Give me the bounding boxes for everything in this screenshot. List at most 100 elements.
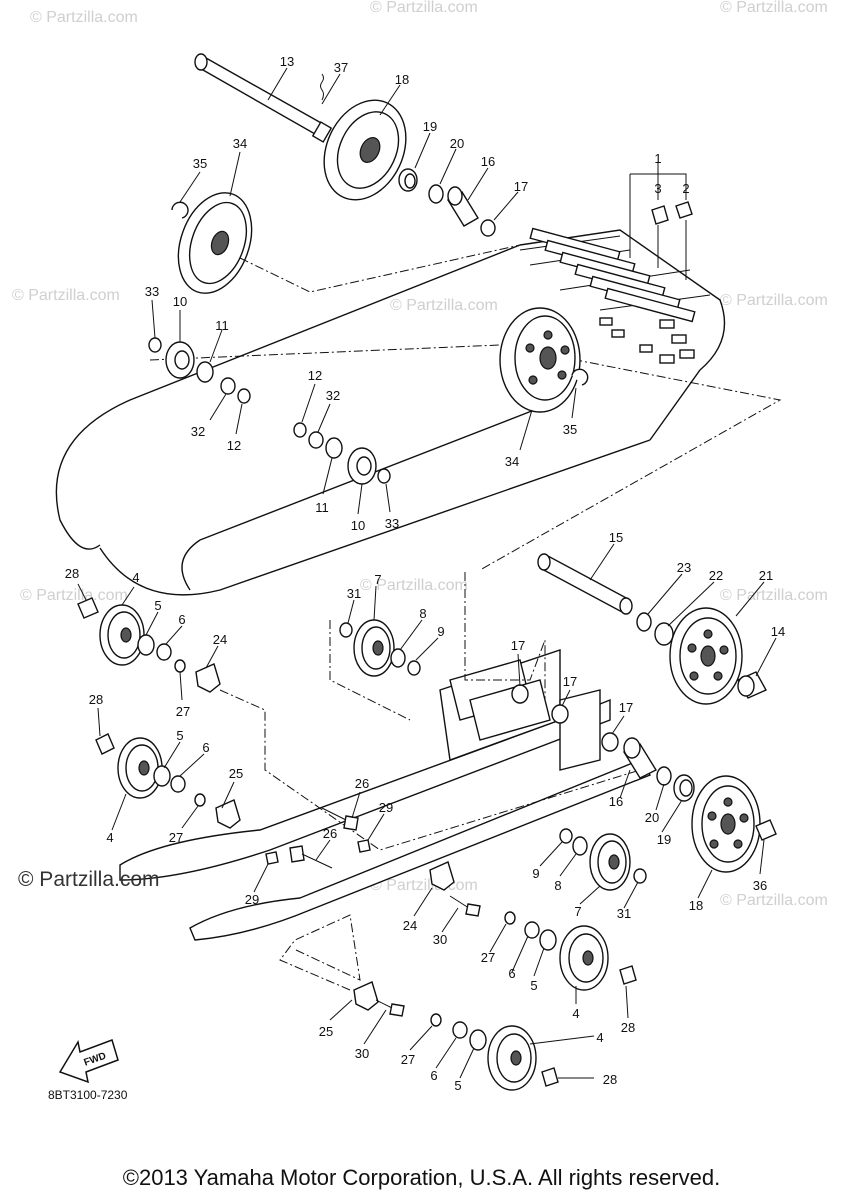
collar-5-b	[153, 765, 171, 787]
nut-28-c	[619, 965, 637, 985]
callout-34: 34	[505, 454, 519, 469]
callout-19: 19	[423, 119, 437, 134]
callout-28: 28	[89, 692, 103, 707]
bracket-25-a	[215, 799, 241, 829]
axle-13	[194, 53, 333, 143]
bearing-19-top	[398, 168, 418, 192]
callout-25: 25	[319, 1024, 333, 1039]
wheel-4-c	[559, 925, 609, 991]
callout-6: 6	[508, 966, 515, 981]
callout-34: 34	[233, 136, 247, 151]
washer-9-a	[407, 660, 421, 676]
wheel-34-top	[177, 192, 253, 294]
callout-32: 32	[326, 388, 340, 403]
bolt-26-a	[321, 807, 359, 831]
wheel-4-a	[99, 604, 145, 666]
callout-10: 10	[351, 518, 365, 533]
callout-6: 6	[430, 1068, 437, 1083]
wheel-10-left	[165, 341, 195, 379]
watermark: © Partzilla.com	[370, 0, 478, 16]
circlip-35-center	[571, 368, 589, 386]
watermark: © Partzilla.com	[720, 292, 828, 309]
bolt-30-b	[375, 999, 405, 1017]
watermark-layer: © Partzilla.com © Partzilla.com © Partzi…	[12, 0, 828, 909]
callout-33: 33	[385, 516, 399, 531]
wheel-7-a	[353, 619, 395, 677]
callout-20: 20	[450, 136, 464, 151]
washer-12-left	[237, 388, 251, 404]
callout-10: 10	[173, 294, 187, 309]
washer-6-c	[524, 921, 540, 939]
callout-27: 27	[176, 704, 190, 719]
pin-37	[320, 73, 324, 101]
collar-5-c	[539, 929, 557, 951]
wheel-4-d	[487, 1025, 537, 1091]
nut-29-b	[265, 851, 279, 865]
spacer-16-top	[447, 186, 479, 227]
callout-21: 21	[759, 568, 773, 583]
track-cleats	[529, 227, 696, 364]
watermark: © Partzilla.com	[360, 577, 468, 594]
wheel-4-b	[117, 737, 163, 799]
watermark: © Partzilla.com	[12, 287, 120, 304]
callout-25: 25	[229, 766, 243, 781]
callout-16: 16	[481, 154, 495, 169]
watermark: © Partzilla.com	[720, 587, 828, 604]
callout-30: 30	[433, 932, 447, 947]
copyright-notice: ©2013 Yamaha Motor Corporation, U.S.A. A…	[122, 1165, 721, 1190]
callout-labels: 13 37 18 19 20 16 17 1 3 2 35 34 33 10 1…	[65, 54, 785, 1093]
callout-6: 6	[202, 740, 209, 755]
callout-9: 9	[437, 624, 444, 639]
collar-20-lower	[656, 766, 672, 786]
callout-8: 8	[419, 606, 426, 621]
callout-17: 17	[563, 674, 577, 689]
callout-8: 8	[554, 878, 561, 893]
nut-28-b	[95, 733, 115, 755]
callout-18: 18	[395, 72, 409, 87]
callout-20: 20	[645, 810, 659, 825]
callout-30: 30	[355, 1046, 369, 1061]
collar-5-a	[137, 634, 155, 656]
callout-5: 5	[454, 1078, 461, 1093]
callout-37: 37	[334, 60, 348, 75]
callout-29: 29	[245, 892, 259, 907]
callout-28: 28	[65, 566, 79, 581]
washer-27-a	[174, 659, 186, 673]
washer-6-a	[156, 643, 172, 661]
spacer-16-lower	[623, 737, 657, 779]
shaft-15	[537, 553, 633, 615]
collar-8-b	[572, 836, 588, 856]
wheel-10-center	[347, 447, 377, 485]
callout-16: 16	[609, 794, 623, 809]
callout-17: 17	[619, 700, 633, 715]
callout-11: 11	[215, 318, 229, 333]
callout-17: 17	[511, 638, 525, 653]
callout-31: 31	[617, 906, 631, 921]
callout-24: 24	[213, 632, 227, 647]
washer-32-center	[308, 431, 324, 449]
bearing-22	[654, 622, 674, 646]
spacer-14	[737, 671, 767, 699]
nut-33-center	[377, 468, 391, 484]
watermark-large: © Partzilla.com	[18, 868, 160, 891]
leader-line	[279, 914, 361, 991]
callout-23: 23	[677, 560, 691, 575]
callout-11: 11	[315, 500, 329, 515]
callout-5: 5	[530, 978, 537, 993]
callout-1: 1	[654, 151, 661, 166]
leader-line	[219, 689, 641, 851]
leader-line	[329, 620, 411, 721]
callout-13: 13	[280, 54, 294, 69]
wheel-18-lower	[691, 775, 761, 873]
bearing-11-center	[325, 437, 343, 459]
callout-24: 24	[403, 918, 417, 933]
callout-17: 17	[514, 179, 528, 194]
bearing-19-lower	[673, 774, 695, 802]
callout-35: 35	[563, 422, 577, 437]
leader-line	[149, 344, 782, 571]
callout-4: 4	[596, 1030, 603, 1045]
callout-15: 15	[609, 530, 623, 545]
bracket-25-b	[353, 981, 379, 1011]
collar-5-d	[469, 1029, 487, 1051]
